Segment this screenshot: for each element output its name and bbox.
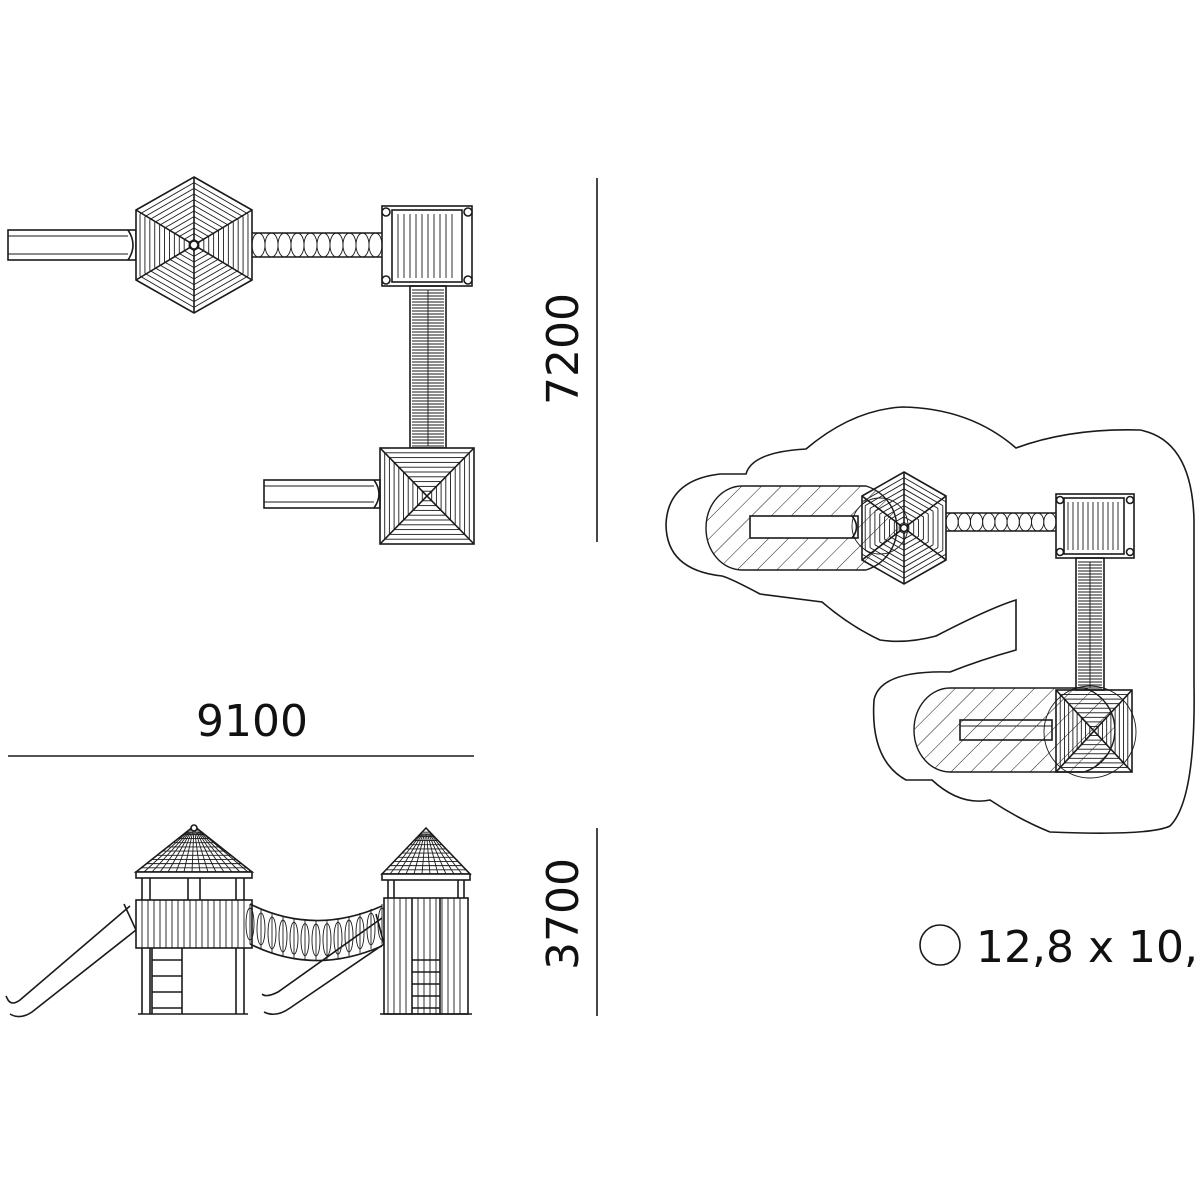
safety-area-legend: 12,8 x 10,3 [919,922,1200,973]
dimension-height: 3700 [538,828,598,1016]
dimension-width-label: 9100 [196,696,308,747]
dimension-height-label: 3700 [538,858,589,970]
elevation-view [5,824,472,1018]
circle-icon [919,924,961,966]
elevation-slide-right [261,913,385,1016]
elevation-left-tower [135,878,253,1015]
plan-view [7,176,475,545]
safety-zone-outline [665,406,1195,834]
safety-area-view [665,406,1195,834]
safety-area-value: 12,8 x 10,3 [976,922,1200,973]
elevation-right-tower [380,880,472,1015]
safety-rope-bridge [945,512,1057,532]
dimension-depth-label: 7200 [538,293,589,405]
elevation-left-roof [133,824,255,879]
safety-pyramid-roof [1055,689,1133,773]
safety-square-tower [1055,493,1135,559]
plan-bridge [409,285,447,449]
plan-pyramid-roof [379,447,475,545]
elevation-rope-bridge [245,903,387,962]
safety-hex-roof [861,471,947,585]
plan-hex-roof [135,176,253,314]
plan-square-tower [381,205,473,287]
fall-zone-lower [913,687,1116,773]
elevation-slide-left [5,903,137,1018]
dimension-width: 9100 [8,696,474,757]
elevation-right-roof [380,826,472,881]
plan-slide-left [7,229,137,261]
plan-rope-bridge [251,232,383,258]
dimension-depth: 7200 [538,178,598,542]
plan-slide-right [263,479,381,509]
